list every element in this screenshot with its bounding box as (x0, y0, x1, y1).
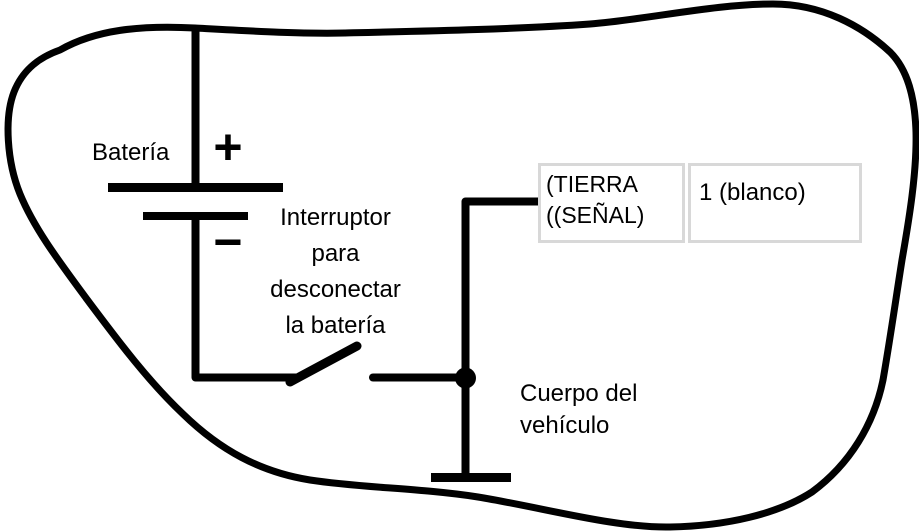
battery-symbol-icon (108, 27, 296, 382)
connector-table-terminal-cell: (TIERRA ((SEÑAL) (538, 163, 685, 243)
switch-label: Interruptor para desconectar la batería (270, 204, 401, 339)
connector-table-wire-cell: 1 (blanco) (688, 163, 862, 243)
battery-label: Batería (92, 139, 170, 166)
vehicle-outline-icon (4, 0, 919, 531)
battery-minus-sign: − (213, 214, 243, 270)
vehicle-body-label: Cuerpo del vehículo (520, 380, 638, 439)
switch-symbol-icon (285, 341, 469, 387)
junction-dot-icon (455, 367, 476, 389)
battery-bottom-wire (191, 216, 296, 382)
connector-table: (TIERRA ((SEÑAL) 1 (blanco) (538, 163, 862, 243)
battery-plus-sign: + (213, 119, 243, 175)
switch-blade (285, 341, 362, 387)
